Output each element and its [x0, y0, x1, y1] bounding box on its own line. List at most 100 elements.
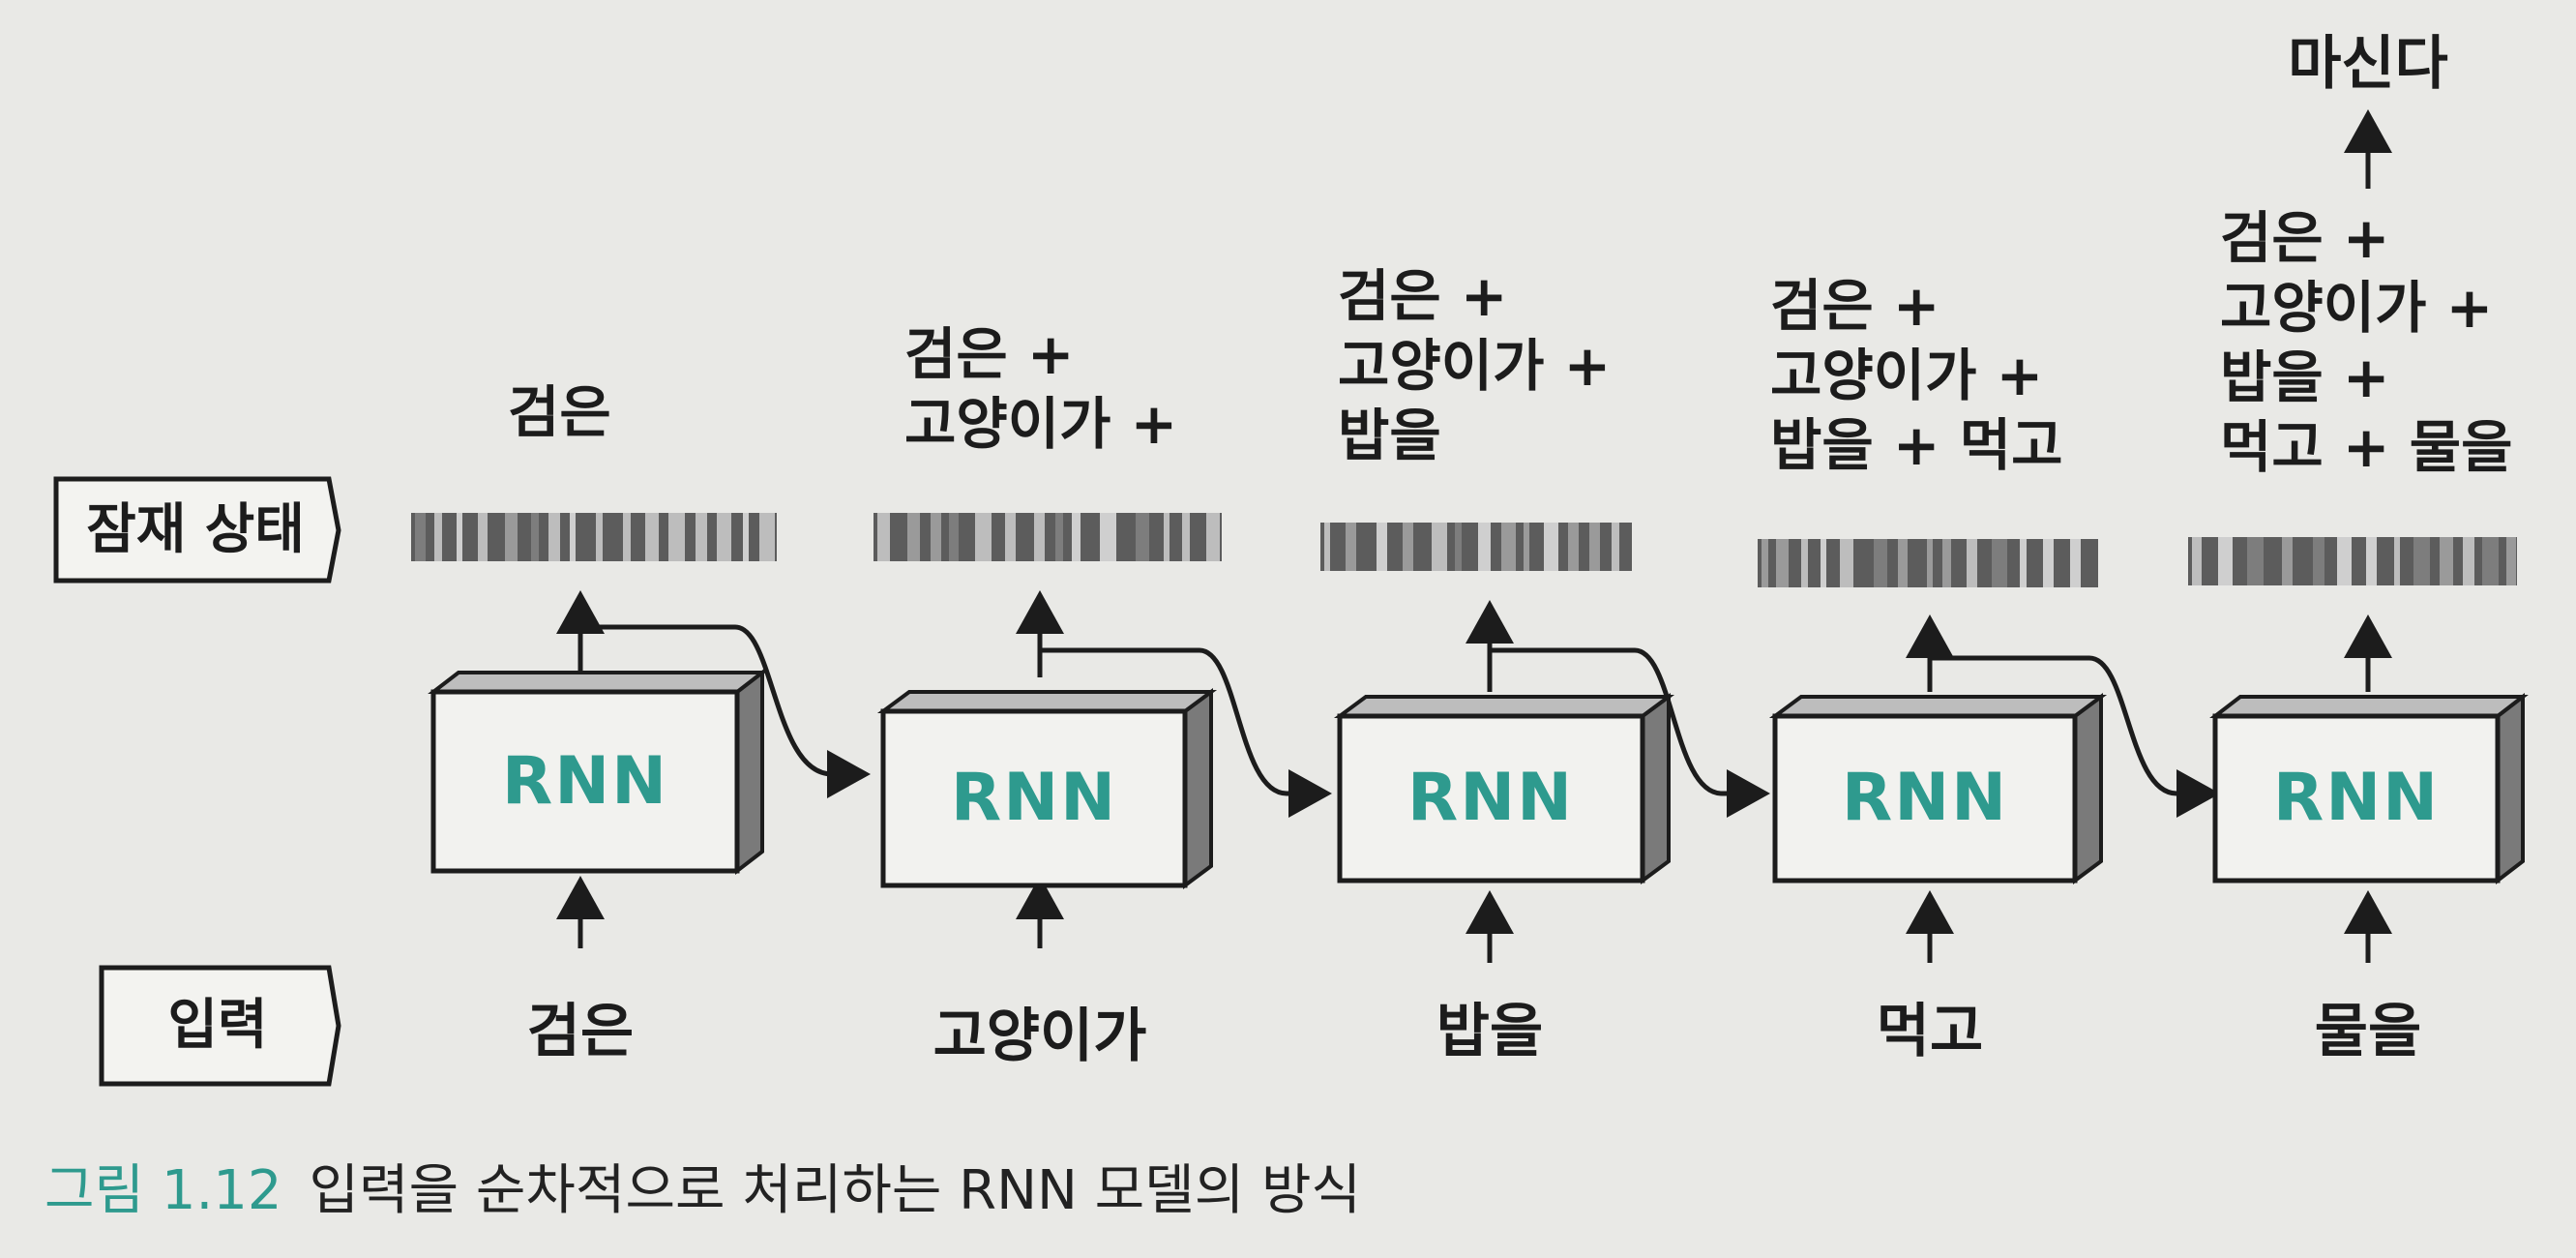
state-stripe: [1612, 523, 1619, 571]
state-stripe: [2020, 539, 2027, 587]
state-stripe: [1501, 523, 1516, 571]
rnn-box-side: [735, 668, 764, 876]
state-stripe: [2440, 537, 2453, 585]
rnn-box-side: [1183, 688, 1213, 889]
state-stripe: [1164, 513, 1170, 561]
rnn-box: [1337, 713, 1645, 884]
hidden-state-text: 검은 + 고양이가 + 밥을 + 먹고: [1770, 273, 2063, 478]
hidden-state-text: 검은 + 고양이가 + 밥을: [1338, 263, 1612, 468]
state-stripe: [1568, 523, 1579, 571]
state-stripe: [2394, 537, 2400, 585]
rnn-box-top: [876, 690, 1218, 713]
state-stripe: [1206, 513, 1220, 561]
state-stripe: [505, 513, 518, 561]
state-stripe: [645, 513, 659, 561]
state-stripe: [1100, 513, 1116, 561]
state-stripe: [1544, 523, 1558, 571]
state-stripe: [570, 513, 576, 561]
state-stripe: [1478, 523, 1491, 571]
state-stripe: [1821, 539, 1826, 587]
state-stripe: [415, 513, 426, 561]
state-stripe: [717, 513, 731, 561]
hidden-state-bar: [1320, 523, 1632, 571]
state-stripe: [907, 513, 920, 561]
state-stripe: [1927, 539, 1933, 587]
state-stripe: [1136, 513, 1149, 561]
state-stripe: [1589, 523, 1600, 571]
state-stripe: [2247, 537, 2264, 585]
rnn-label: RNN: [501, 743, 669, 820]
state-stripe: [1034, 513, 1045, 561]
state-stripe: [1055, 513, 1063, 561]
state-stripe: [949, 513, 959, 561]
state-stripe: [2192, 537, 2202, 585]
recurrent-arrow: [1930, 655, 2220, 818]
input-word: 고양이가: [933, 1003, 1147, 1070]
state-stripe: [596, 513, 603, 561]
rnn-label: RNN: [2272, 760, 2441, 836]
state-stripe: [2218, 537, 2233, 585]
hidden-state-label: 잠재 상태: [86, 498, 305, 561]
caption-text: 입력을 순차적으로 처리하는 RNN 모델의 방식: [309, 1159, 1362, 1222]
state-stripe: [457, 513, 462, 561]
rnn-label: RNN: [950, 760, 1118, 836]
state-stripe: [1432, 523, 1447, 571]
hidden-state-text: 검은 + 고양이가 + 밥을 + 먹고 + 물을: [2220, 205, 2513, 480]
rnn-box-side: [1641, 693, 1671, 884]
input-word: 검은: [526, 998, 635, 1065]
rnn-box: [2212, 713, 2501, 884]
input-word: 먹고: [1876, 998, 1984, 1065]
state-stripe: [2463, 537, 2474, 585]
state-stripe: [2282, 537, 2293, 585]
state-stripe: [1072, 513, 1081, 561]
state-stripe: [623, 513, 631, 561]
state-stripe: [2506, 537, 2516, 585]
rnn-cell-5: [2188, 109, 2529, 963]
input-label: 입력: [167, 994, 268, 1057]
hidden-state-bar: [2188, 537, 2517, 585]
state-stripe: [1005, 513, 1016, 561]
hidden-state-bar: [411, 513, 777, 561]
state-stripe: [2366, 537, 2377, 585]
recurrent-arrow: [1490, 647, 1770, 818]
state-stripe: [478, 513, 488, 561]
rnn-box: [1772, 713, 2078, 884]
state-stripe: [1898, 539, 1908, 587]
state-stripe: [975, 513, 992, 561]
state-stripe: [668, 513, 685, 561]
state-stripe: [1324, 523, 1330, 571]
state-stripe: [1455, 523, 1462, 571]
state-stripe: [2482, 537, 2499, 585]
state-stripe: [531, 513, 539, 561]
rnn-box: [430, 689, 740, 874]
rnn-cell-4: [1758, 539, 2220, 963]
recurrent-arrow: [1040, 647, 1332, 818]
state-stripe: [759, 513, 775, 561]
state-stripe: [1346, 523, 1356, 571]
state-stripe: [548, 513, 560, 561]
rnn-box-top: [2209, 695, 2529, 718]
state-stripe: [1874, 539, 1887, 587]
rnn-label: RNN: [1841, 760, 2009, 836]
state-stripe: [696, 513, 707, 561]
state-stripe: [1182, 513, 1190, 561]
input-label-box: [99, 965, 341, 1087]
state-stripe: [743, 513, 749, 561]
state-stripe: [1524, 523, 1529, 571]
state-stripe: [1992, 539, 2007, 587]
rnn-box-top: [428, 671, 768, 694]
hidden-state-text: 검은 + 고양이가 +: [904, 321, 1178, 457]
rnn-box: [880, 708, 1188, 888]
state-stripe: [2070, 539, 2081, 587]
state-stripe: [1840, 539, 1853, 587]
hidden-state-label-box: [53, 476, 341, 584]
state-stripe: [1942, 539, 1951, 587]
hidden-state-stripes: [415, 513, 2516, 587]
state-stripe: [1403, 523, 1413, 571]
state-stripe: [1801, 539, 1808, 587]
output-text: 마신다: [2288, 30, 2448, 98]
rnn-cell-2: [873, 513, 1332, 948]
rnn-label: RNN: [1406, 760, 1575, 836]
